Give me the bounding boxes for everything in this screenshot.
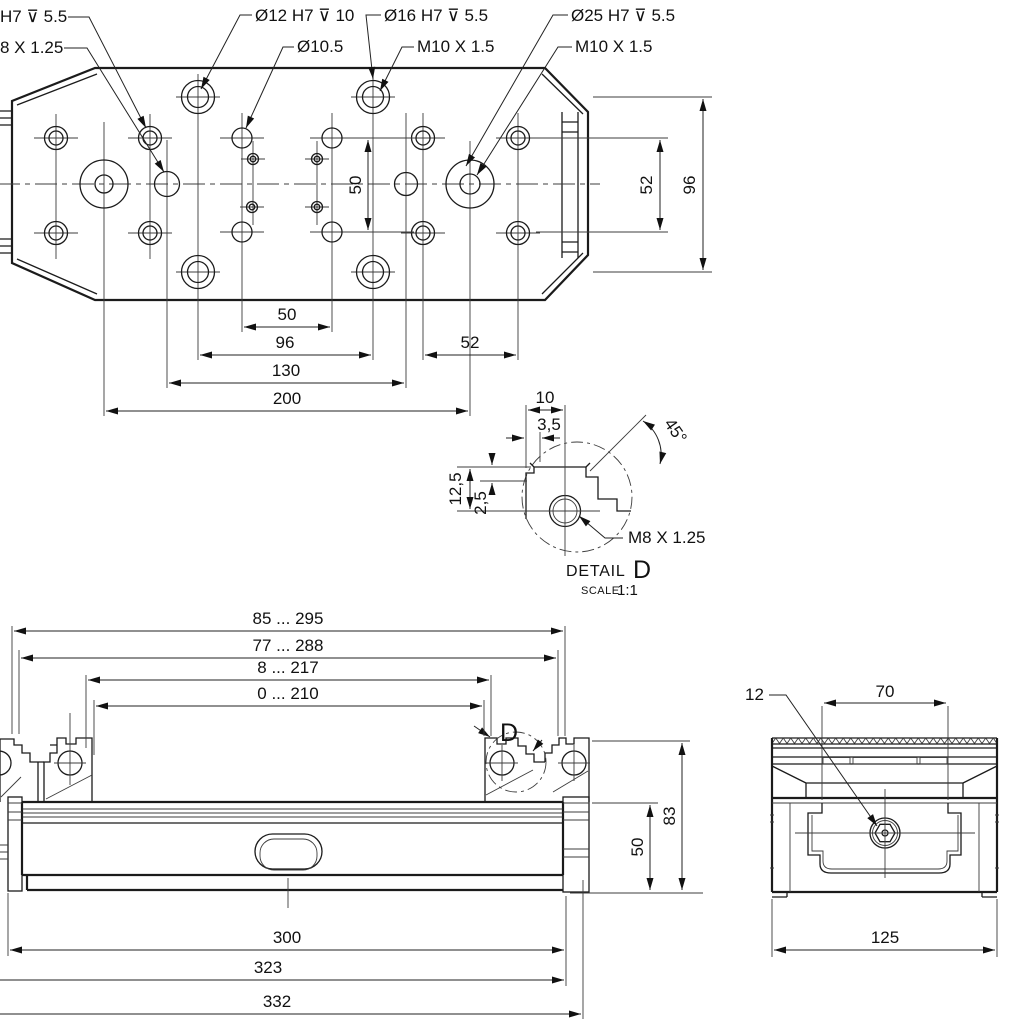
top-view-centerlines bbox=[0, 74, 600, 416]
dim-45-degrees: 45° bbox=[660, 415, 690, 447]
callout-counterbore-left: H7 ⊽ 5.5 bbox=[0, 7, 67, 26]
dim-70: 70 bbox=[876, 682, 895, 701]
dim-12: 12 bbox=[745, 685, 764, 704]
dim-2-5: 2,5 bbox=[471, 491, 490, 515]
dim-200-horizontal: 200 bbox=[273, 389, 301, 408]
callout-m10-a: M10 X 1.5 bbox=[417, 37, 495, 56]
top-view-callout-labels: H7 ⊽ 5.5 8 X 1.25 Ø12 H7 ⊽ 10 Ø10.5 Ø16 … bbox=[0, 6, 675, 57]
front-view-right-jaws: D bbox=[473, 719, 590, 802]
dim-83-height: 83 bbox=[660, 807, 679, 826]
dim-130-horizontal: 130 bbox=[272, 361, 300, 380]
range-85-295: 85 ... 295 bbox=[253, 609, 324, 628]
detail-scale-label: SCALE bbox=[581, 585, 620, 597]
top-view-callout-leaders bbox=[64, 14, 572, 176]
dim-3-5: 3,5 bbox=[537, 415, 561, 434]
dim-300: 300 bbox=[273, 928, 301, 947]
detail-scale-value: 1:1 bbox=[617, 582, 638, 599]
front-view-height-dimensions: 50 83 bbox=[592, 740, 690, 890]
top-view-holes bbox=[43, 79, 531, 290]
dim-125: 125 bbox=[871, 928, 899, 947]
dim-96-horizontal: 96 bbox=[276, 333, 295, 352]
detail-marker-letter: D bbox=[500, 719, 518, 747]
detail-letter: D bbox=[633, 556, 651, 584]
dim-332: 332 bbox=[263, 992, 291, 1011]
range-77-288: 77 ... 288 bbox=[253, 636, 324, 655]
detail-d-view: 10 3,5 12,5 2,5 45° M8 X 1.25 DETAIL D S… bbox=[446, 388, 706, 599]
dim-96-vertical: 96 bbox=[680, 176, 699, 195]
detail-boundary-circle bbox=[521, 441, 633, 553]
side-view-body bbox=[770, 737, 999, 898]
callout-m10-b: M10 X 1.5 bbox=[575, 37, 653, 56]
side-view-cavity bbox=[795, 789, 975, 878]
detail-profile bbox=[525, 405, 631, 556]
detail-source-circle bbox=[485, 731, 547, 793]
detail-title-block: DETAIL D SCALE 1:1 bbox=[566, 556, 651, 599]
side-view-dimensions: 70 12 125 bbox=[745, 682, 998, 957]
top-view-outline bbox=[0, 66, 590, 302]
dim-52-horizontal: 52 bbox=[461, 333, 480, 352]
dim-50-vertical-view: 50 bbox=[346, 176, 365, 195]
dim-50-horizontal: 50 bbox=[278, 305, 297, 324]
callout-dia10-5: Ø10.5 bbox=[297, 37, 343, 56]
front-view-body bbox=[0, 796, 590, 908]
callout-dia12: Ø12 H7 ⊽ 10 bbox=[255, 6, 354, 25]
dim-12-5: 12,5 bbox=[446, 472, 465, 505]
front-view: D 85 ... 295 77 ... 288 8 ... 217 0 ... … bbox=[0, 609, 703, 1019]
side-view: 70 12 125 bbox=[745, 682, 999, 957]
front-view-bottom-dimensions: 300 323 332 bbox=[0, 880, 703, 1019]
handle-slot bbox=[254, 833, 323, 870]
callout-thread-left: 8 X 1.25 bbox=[0, 38, 63, 57]
front-view-left-jaws bbox=[0, 713, 93, 802]
callout-m8-thread: M8 X 1.25 bbox=[628, 528, 706, 547]
top-view-dimensions: 50 52 96 50 96 130 200 52 bbox=[106, 96, 712, 415]
range-8-217: 8 ... 217 bbox=[257, 658, 318, 677]
dim-52-vertical: 52 bbox=[637, 176, 656, 195]
callout-dia16: Ø16 H7 ⊽ 5.5 bbox=[384, 6, 488, 25]
range-0-210: 0 ... 210 bbox=[257, 684, 318, 703]
dim-323: 323 bbox=[254, 958, 282, 977]
detail-title: DETAIL bbox=[566, 563, 626, 580]
top-view: H7 ⊽ 5.5 8 X 1.25 Ø12 H7 ⊽ 10 Ø10.5 Ø16 … bbox=[0, 6, 712, 416]
callout-dia25: Ø25 H7 ⊽ 5.5 bbox=[571, 6, 675, 25]
front-view-range-dimensions: 85 ... 295 77 ... 288 8 ... 217 0 ... 21… bbox=[11, 609, 566, 755]
dim-10: 10 bbox=[536, 388, 555, 407]
dim-50-height: 50 bbox=[628, 838, 647, 857]
